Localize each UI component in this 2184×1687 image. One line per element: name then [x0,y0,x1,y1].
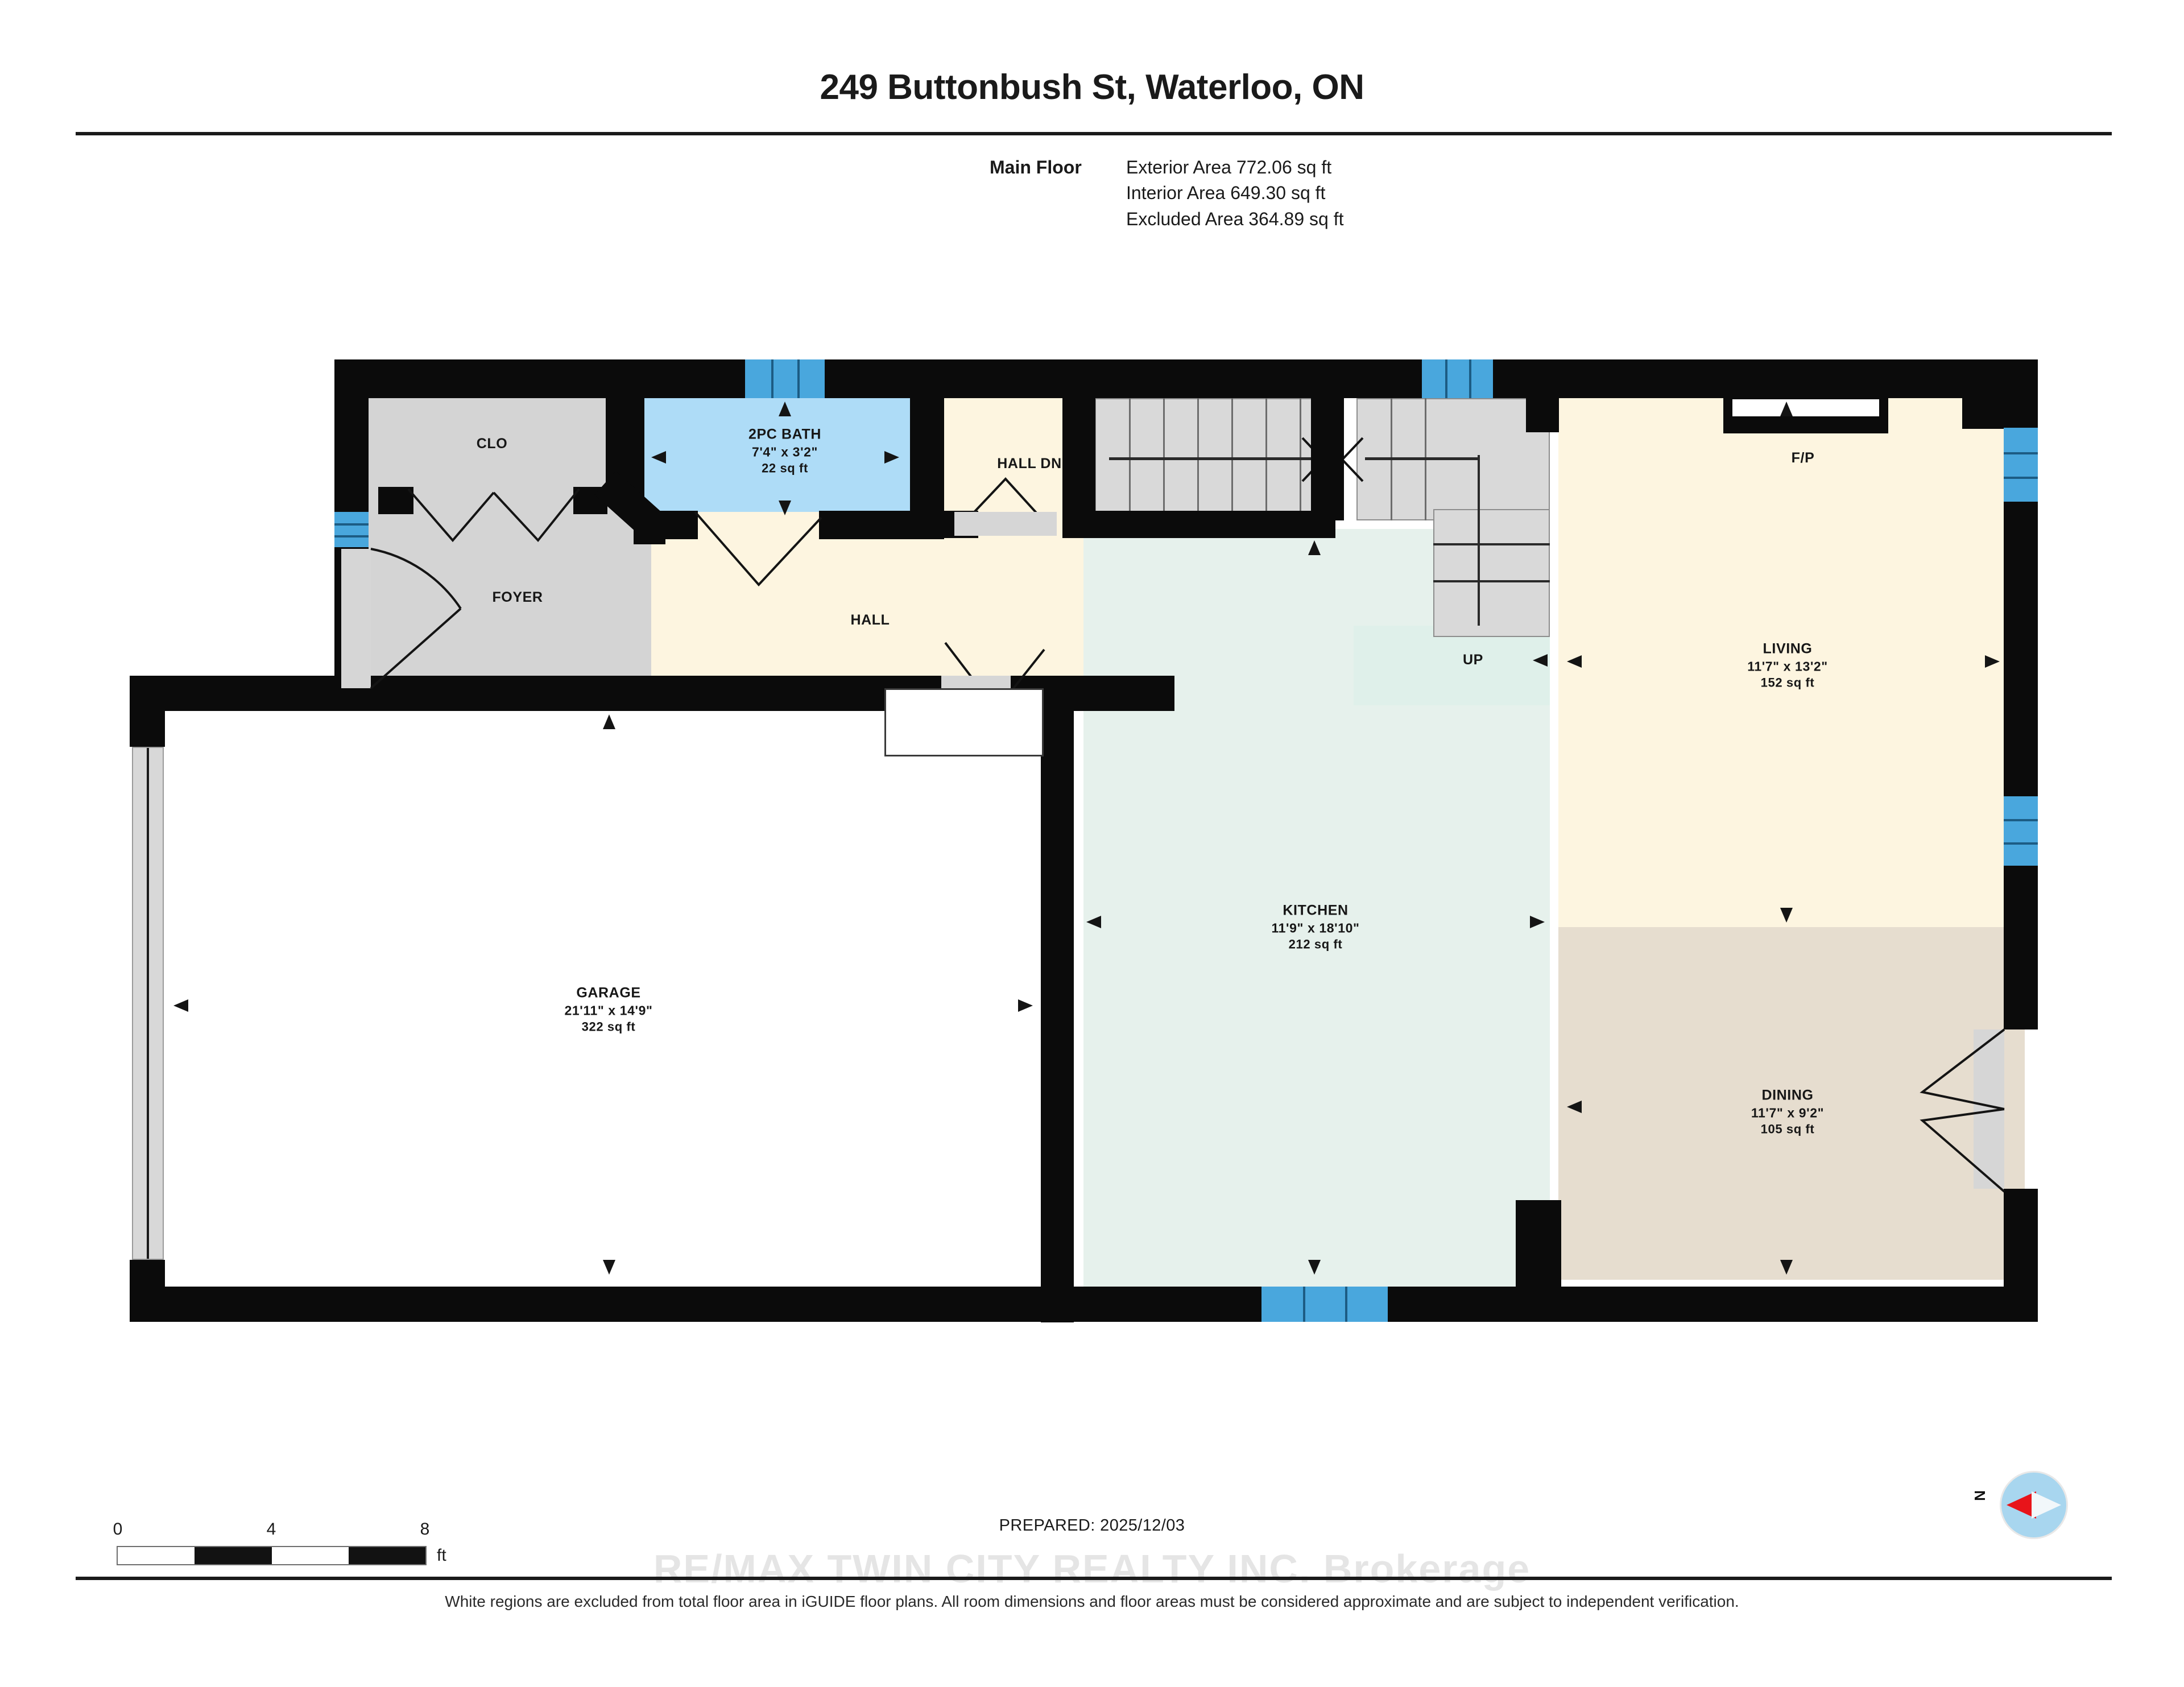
interior-wall-dining-step-h [1516,1200,1561,1235]
measure-arrow-garage-left [173,999,188,1012]
exterior-wall-garage-top [130,676,346,711]
room-fill-uplanding [1354,626,1550,705]
scale-bar-ticks: 0 4 8 [113,1520,430,1546]
measure-arrow-dining-down [1780,1260,1793,1275]
measure-arrow-kitchen-down [1308,1260,1321,1275]
interior-wall-clo-bottom [378,487,413,514]
closet-bifold-doors[interactable] [407,488,580,557]
measure-arrow-living-up [1780,402,1793,416]
fireplace-opening [1732,399,1879,416]
brokerage-watermark: RE/MAX TWIN CITY REALTY INC. Brokerage [653,1547,1531,1591]
stairs-up-arrowhead [1341,437,1364,482]
exterior-wall-bottom-c [1388,1287,2038,1322]
window-top-bath[interactable] [745,359,825,398]
exterior-wall-bottom-b [1074,1287,1261,1322]
measure-arrow-garage-down [603,1260,615,1275]
room-label-hall: HALL [850,611,890,628]
measure-arrow-kitchen-up [1308,540,1321,555]
room-label-kitchen: KITCHEN 11'9" x 18'10" 212 sq ft [1271,902,1360,952]
window-foyer-left[interactable] [334,512,369,547]
exterior-area-value: Exterior Area 772.06 sq ft [1126,157,1332,177]
measure-arrow-kitchen-right [1530,916,1545,928]
compass-north-label: N [1971,1490,1988,1501]
exterior-wall-upper-left [334,359,369,512]
room-label-clo: CLO [476,435,508,452]
interior-wall-foyer-right [647,654,660,711]
room-fill-foyer2 [341,489,660,694]
exterior-wall-bottom [130,1287,1074,1322]
interior-wall-stair-mid [1311,398,1344,520]
patio-door-swing[interactable] [1900,1028,2013,1194]
entry-door-swing [370,548,462,689]
measure-arrow-bath-left [651,451,666,464]
window-living-right[interactable] [2004,428,2038,502]
floor-label: Main Floor [990,157,1082,177]
measure-arrow-living-right [1985,655,2000,668]
compass-needle-south [2032,1491,2061,1519]
excluded-area-value: Excluded Area 364.89 sq ft [1126,208,1344,229]
interior-wall-bath-bottom [657,511,698,539]
scale-bar: 0 4 8 [113,1520,430,1565]
prepared-date: PREPARED: 2025/12/03 [999,1516,1185,1535]
scale-bar-graphic [117,1546,427,1565]
page-title: 249 Buttonbush St, Waterloo, ON [820,68,1364,107]
window-living-right-b[interactable] [2004,796,2038,866]
stairs-up-winder [1433,509,1550,637]
footer-divider [76,1577,2112,1580]
measure-arrow-garage-right [1018,999,1033,1012]
room-fill-garage [165,711,1052,1314]
garage-step-box [884,688,1044,756]
compass-icon: N [1971,1471,2068,1539]
floor-area-summary: Main Floor Exterior Area 772.06 sq ft In… [990,155,1343,232]
room-fill-hall [651,512,1083,694]
scale-tick-8: 8 [420,1520,430,1539]
garage-door[interactable] [132,747,164,1260]
entry-door-slab[interactable] [341,549,371,688]
measure-arrow-kitchen-left [1086,916,1101,928]
window-kitchen-bottom[interactable] [1261,1287,1388,1322]
interior-wall-foyer-angle [594,471,665,544]
room-label-fireplace: F/P [1791,449,1815,466]
measure-arrow-bath-right [884,451,899,464]
window-top-stair[interactable] [1422,359,1493,398]
room-label-dining: DINING 11'7" x 9'2" 105 sq ft [1751,1087,1825,1136]
exterior-wall-right-c [2004,865,2038,1029]
room-label-foyer: FOYER [492,589,543,605]
interior-area-value: Interior Area 649.30 sq ft [1126,183,1326,204]
halldn-door-slab[interactable] [954,512,1057,536]
measure-arrow-up-landing [1533,654,1548,667]
exterior-wall-top [334,359,2038,398]
exterior-wall-ne-jog [1962,394,2038,429]
measure-arrow-bath-down [779,501,791,515]
interior-wall-bath-right [910,398,944,539]
room-label-garage: GARAGE 21'11" x 14'9" 322 sq ft [564,985,653,1034]
disclaimer-text: White regions are excluded from total fl… [445,1593,1739,1610]
interior-wall-stair-bottom [1062,511,1335,538]
scale-tick-0: 0 [113,1520,123,1539]
measure-arrow-bath-up [779,402,791,416]
room-label-bath: 2PC BATH 7'4" x 3'2" 22 sq ft [748,426,821,475]
interior-wall-stair-left [1062,398,1095,520]
measure-arrow-garage-up [603,714,615,729]
scale-bar-unit: ft [437,1546,446,1565]
measure-arrow-living-down [1780,908,1793,923]
room-fill-living [1558,398,2025,927]
room-label-halldn: HALL DN [997,455,1062,472]
interior-wall-living-left [1526,398,1559,432]
measure-arrow-living-left [1567,655,1582,668]
exterior-wall-right-b [2004,501,2038,796]
room-label-living: LIVING 11'7" x 13'2" 152 sq ft [1747,640,1828,690]
bath-door-swing[interactable] [694,511,826,592]
interior-wall-garage-right [1041,708,1074,1322]
measure-arrow-dining-left [1567,1101,1582,1113]
header-divider [76,132,2112,135]
scale-tick-4: 4 [266,1520,276,1539]
room-fill-dining [1558,927,2025,1280]
compass-needle-north [2007,1491,2036,1519]
room-label-up: UP [1463,651,1483,668]
